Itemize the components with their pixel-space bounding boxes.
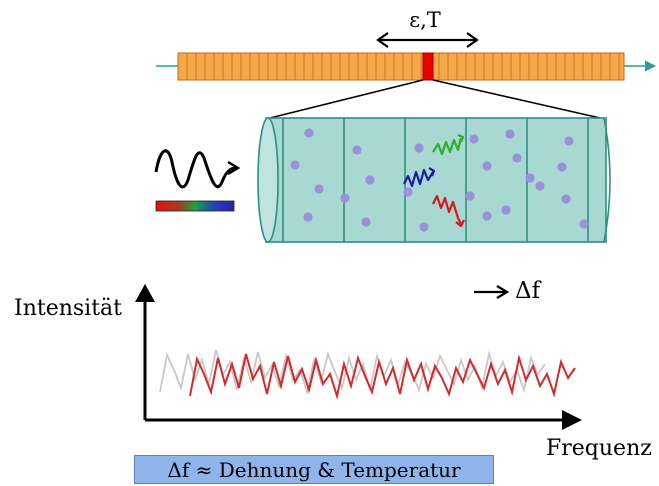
scatter-particle bbox=[414, 143, 424, 153]
optical-fiber bbox=[177, 52, 625, 81]
shifted-spectrum-trace bbox=[189, 353, 576, 400]
scatter-particle bbox=[365, 175, 375, 185]
scatter-particle bbox=[579, 219, 589, 229]
strain-temperature-arrow bbox=[376, 32, 479, 48]
scatter-particle bbox=[304, 128, 314, 138]
scatter-particle bbox=[525, 173, 535, 183]
scatter-particle bbox=[501, 205, 511, 215]
result-text: Δf ≈ Dehnung & Temperatur bbox=[167, 457, 461, 482]
scatter-particle bbox=[465, 191, 475, 201]
frequency-shift-arrow bbox=[474, 285, 510, 299]
scatter-particle bbox=[535, 181, 545, 191]
scatter-particle bbox=[564, 136, 574, 146]
zoom-line-right bbox=[432, 79, 601, 119]
reference-spectrum-trace bbox=[159, 349, 546, 396]
scatter-particle bbox=[557, 162, 567, 172]
scatter-particle bbox=[505, 129, 515, 139]
scatter-particle bbox=[303, 212, 313, 222]
scatter-particle bbox=[419, 222, 429, 232]
x-axis-label: Frequenz bbox=[546, 436, 652, 461]
scatter-particle bbox=[340, 193, 350, 203]
scatter-particle bbox=[314, 184, 324, 194]
y-axis-label: Intensität bbox=[14, 296, 123, 321]
frequency-shift-label: Δf bbox=[515, 278, 541, 304]
scatter-particle bbox=[512, 153, 522, 163]
scatter-particle bbox=[482, 161, 492, 171]
scatter-particle bbox=[361, 217, 371, 227]
scatter-particle bbox=[482, 211, 492, 221]
strain-temperature-label: ε,T bbox=[409, 8, 441, 32]
zoom-line-left bbox=[269, 79, 424, 119]
scatter-particle bbox=[469, 134, 479, 144]
scatter-particle bbox=[290, 160, 300, 170]
magnified-fiber-core bbox=[257, 117, 611, 243]
light-wave-arrow-icon bbox=[227, 160, 241, 176]
result-box: Δf ≈ Dehnung & Temperatur bbox=[134, 455, 494, 484]
spectrum-axes bbox=[135, 284, 582, 430]
spectrum-bar-icon bbox=[155, 200, 235, 212]
scatter-particle bbox=[561, 194, 571, 204]
scatter-particle bbox=[403, 187, 413, 197]
scatter-particle bbox=[352, 145, 362, 155]
light-wave-icon bbox=[154, 149, 237, 189]
photon-squiggle-icon bbox=[403, 133, 465, 228]
sensing-segment bbox=[422, 52, 434, 81]
